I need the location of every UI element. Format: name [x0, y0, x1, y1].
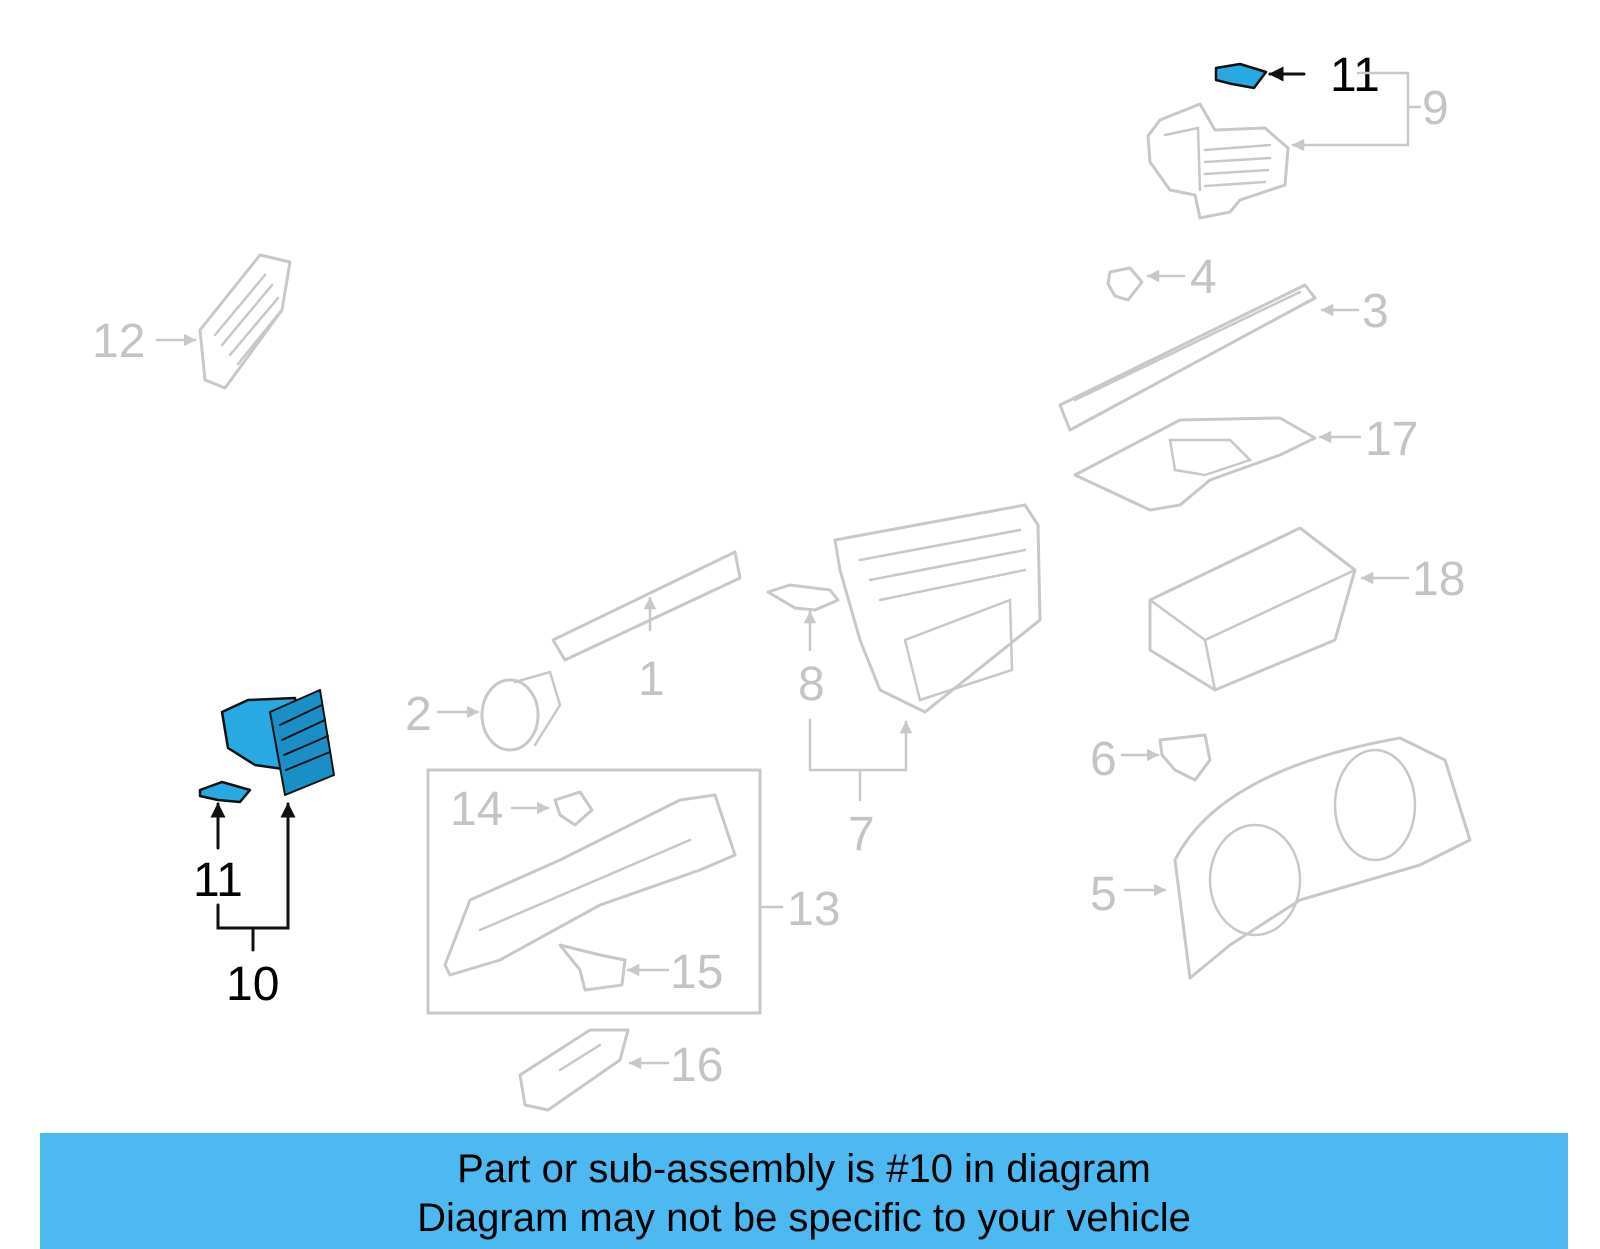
callout-12: 12	[92, 315, 145, 368]
callout-8: 8	[798, 658, 825, 711]
info-banner: Part or sub-assembly is #10 in diagram D…	[40, 1133, 1568, 1249]
callout-6: 6	[1090, 733, 1117, 786]
callout-14: 14	[450, 783, 503, 836]
part-16-glovebox-latch[interactable]	[518, 1028, 630, 1112]
part-14-clip[interactable]	[553, 790, 594, 827]
callout-16: 16	[670, 1039, 723, 1092]
callout-17: 17	[1365, 413, 1418, 466]
part-18-airbag-module[interactable]	[1148, 526, 1357, 692]
part-2-round-vent[interactable]	[480, 670, 562, 752]
banner-line-1: Part or sub-assembly is #10 in diagram	[457, 1147, 1151, 1191]
banner-line-2: Diagram may not be specific to your vehi…	[417, 1196, 1191, 1240]
part-11-left-bracket[interactable]	[198, 780, 252, 804]
callout-11-left: 11	[193, 854, 243, 907]
part-3-trim-strip[interactable]	[1058, 283, 1317, 432]
part-1-crossbar-trim[interactable]	[551, 550, 742, 662]
part-6-clip[interactable]	[1158, 733, 1212, 782]
part-12-side-vent[interactable]	[198, 253, 292, 390]
callout-4: 4	[1190, 251, 1217, 304]
callout-7: 7	[848, 808, 875, 861]
callout-9: 9	[1422, 82, 1449, 135]
part-13-group[interactable]	[426, 768, 762, 1015]
callout-13: 13	[787, 883, 840, 936]
part-7-center-bezel[interactable]	[833, 503, 1042, 714]
part-17-tray[interactable]	[1073, 416, 1317, 512]
callout-2: 2	[405, 688, 432, 741]
part-15-fastener[interactable]	[558, 943, 627, 992]
callout-11-top: 11	[1330, 49, 1380, 102]
callout-18: 18	[1412, 553, 1465, 606]
part-11-top-bracket[interactable]	[1214, 62, 1268, 90]
callout-1: 1	[638, 653, 665, 706]
part-10-highlighted-vent[interactable]	[220, 689, 335, 796]
bracket-9	[1291, 71, 1410, 152]
part-8-bracket[interactable]	[766, 583, 840, 612]
part-5-instrument-cluster[interactable]	[1173, 736, 1472, 980]
callout-5: 5	[1090, 868, 1117, 921]
part-9-center-vent[interactable]	[1146, 102, 1290, 220]
callout-15: 15	[670, 946, 723, 999]
callout-10: 10	[226, 958, 279, 1011]
callout-3: 3	[1362, 285, 1389, 338]
part-4-clip[interactable]	[1106, 266, 1144, 302]
